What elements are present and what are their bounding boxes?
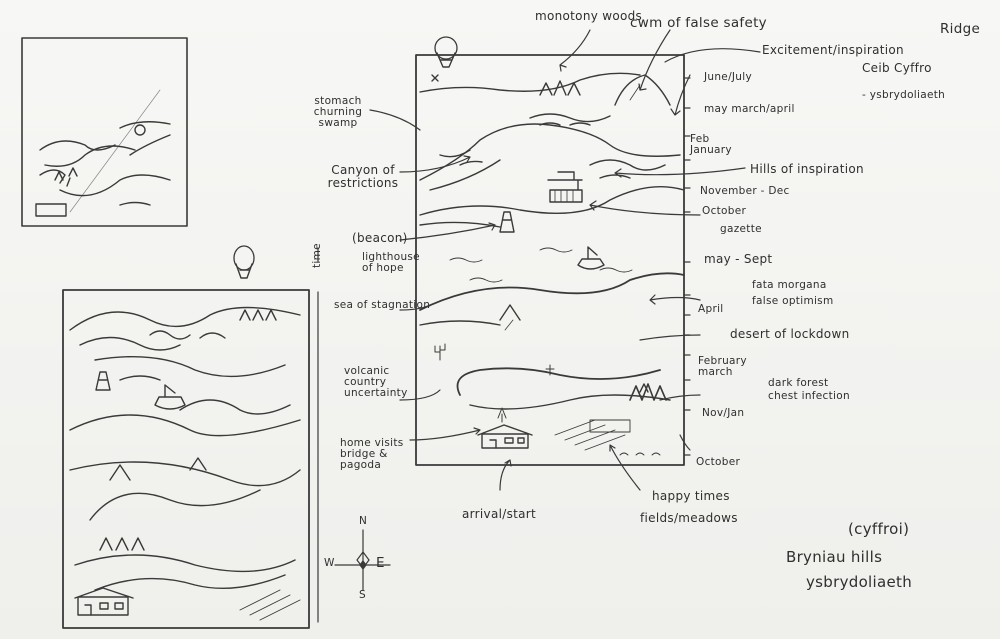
label-nov-jan: Nov/Jan bbox=[702, 407, 745, 419]
label-lighthouse-of-hope: lighthouse of hope bbox=[362, 251, 420, 275]
label-excitement-inspiration: Excitement/inspiration bbox=[762, 43, 904, 57]
label-fata-morgana: fata morgana bbox=[752, 279, 827, 291]
label-ysbrydoliaeth-bottom: ysbrydoliaeth bbox=[806, 573, 912, 591]
label-fields-meadows: fields/meadows bbox=[640, 511, 738, 525]
compass-west-label: W bbox=[324, 557, 335, 569]
label-bryniau-hills: Bryniau hills bbox=[786, 548, 883, 566]
label-april: April bbox=[698, 303, 724, 315]
label-november-dec: November - Dec bbox=[700, 185, 790, 197]
label-beacon: (beacon) bbox=[352, 231, 408, 245]
label-cwm-false-safety: cwm of false safety bbox=[630, 15, 767, 31]
label-sea-of-stagnation: sea of stagnation bbox=[334, 299, 431, 311]
label-happy-times: happy times bbox=[652, 489, 730, 503]
label-ridge: Ridge bbox=[940, 21, 981, 37]
label-monotony-woods: monotony woods bbox=[535, 9, 643, 23]
label-volcanic-country-uncertainty: volcanic country uncertainty bbox=[344, 365, 408, 400]
label-october-bottom: October bbox=[696, 456, 741, 468]
label-time-axis: time bbox=[311, 243, 323, 268]
label-ceib-cyffro: Ceib Cyffro bbox=[862, 61, 932, 75]
label-june-july: June/July bbox=[704, 71, 752, 83]
label-february-march: February march bbox=[698, 355, 747, 379]
compass-rose bbox=[334, 529, 391, 591]
label-feb-january: Feb January bbox=[690, 133, 732, 157]
annotation-arrows bbox=[369, 29, 761, 491]
thumbnail-sketch bbox=[21, 37, 188, 227]
main-life-map bbox=[415, 36, 691, 466]
compass-south-label: S bbox=[359, 589, 366, 601]
label-ysbrydoliaeth-top: - ysbrydoliaeth bbox=[862, 89, 946, 101]
draft-map-sketch bbox=[62, 245, 319, 629]
label-stomach-churning-swamp: stomach churning swamp bbox=[313, 95, 363, 130]
label-may-sept: may - Sept bbox=[704, 252, 773, 266]
compass-north-label: N bbox=[359, 515, 368, 527]
label-canyon-of-restrictions: Canyon of restrictions bbox=[327, 163, 399, 190]
label-may-march-april: may march/april bbox=[704, 103, 795, 115]
label-gazette: gazette bbox=[720, 223, 762, 235]
label-hills-of-inspiration: Hills of inspiration bbox=[750, 162, 864, 176]
compass-east-label: E bbox=[376, 555, 385, 571]
label-dark-forest: dark forest bbox=[768, 377, 829, 389]
label-false-optimism: false optimism bbox=[752, 295, 834, 307]
label-cyffroi: (cyffroi) bbox=[848, 520, 910, 538]
label-october-right: October bbox=[702, 205, 747, 217]
label-home-visits-bridge-pagoda: home visits bridge & pagoda bbox=[340, 437, 404, 472]
label-desert-of-lockdown: desert of lockdown bbox=[730, 327, 850, 341]
label-arrival-start: arrival/start bbox=[462, 507, 537, 521]
label-chest-infection: chest infection bbox=[768, 390, 850, 402]
